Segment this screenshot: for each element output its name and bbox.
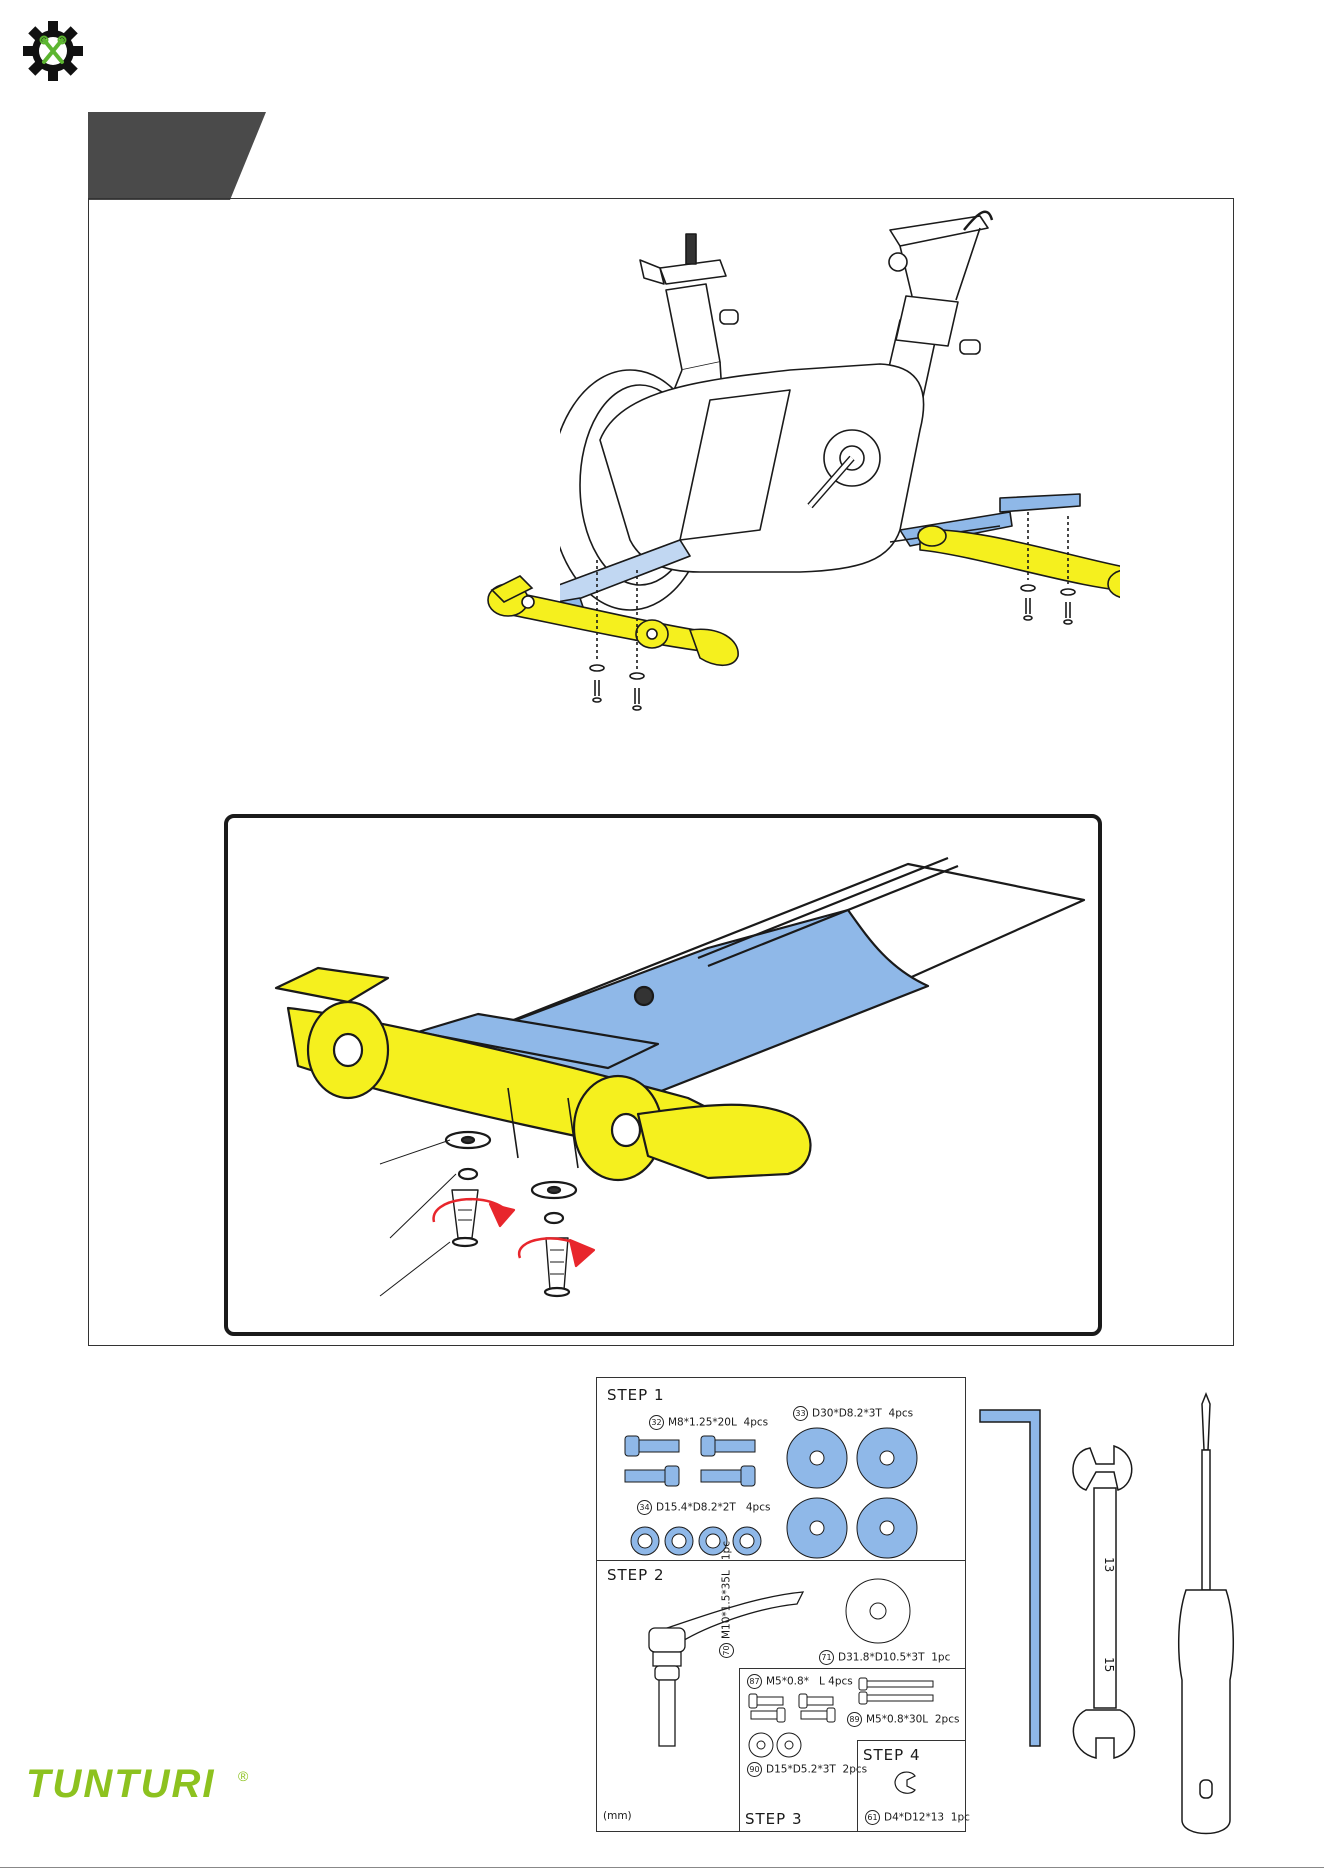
step2-title: STEP 2 xyxy=(607,1566,665,1584)
washer-33-icons xyxy=(783,1424,923,1564)
step-tab xyxy=(88,112,266,200)
screw-89-icons xyxy=(857,1676,957,1706)
clip-61-icon xyxy=(889,1768,923,1798)
step4-title: STEP 4 xyxy=(863,1746,921,1764)
washer-71-icon xyxy=(843,1576,913,1646)
gear-wrench-logo-icon xyxy=(22,20,84,82)
screw-87-icons xyxy=(747,1690,847,1726)
registered-mark: ® xyxy=(238,1768,248,1784)
wrench-size-13: 13 xyxy=(1102,1557,1116,1572)
unit-label: (mm) xyxy=(603,1810,632,1822)
screwdriver-icon xyxy=(1179,1394,1234,1834)
tools-illustration: 13 15 xyxy=(968,1380,1298,1840)
hex-key-icon xyxy=(980,1410,1040,1746)
front-stabilizer-illustration xyxy=(480,560,760,820)
washer-34-icons xyxy=(629,1524,769,1558)
part-70-label: 70M10*1.5*35L 1pc xyxy=(719,1541,734,1658)
bolt-32-icons xyxy=(621,1432,771,1498)
step3-title: STEP 3 xyxy=(745,1810,803,1828)
washer-90-icons xyxy=(747,1730,807,1760)
stabilizer-detail-illustration xyxy=(228,818,1098,1332)
bottom-rule xyxy=(0,1867,1324,1868)
step1-title: STEP 1 xyxy=(607,1386,665,1404)
wrench-size-15: 15 xyxy=(1102,1657,1116,1672)
wrench-icon xyxy=(1073,1446,1134,1758)
brand-logo: TUNTURI xyxy=(26,1762,216,1807)
